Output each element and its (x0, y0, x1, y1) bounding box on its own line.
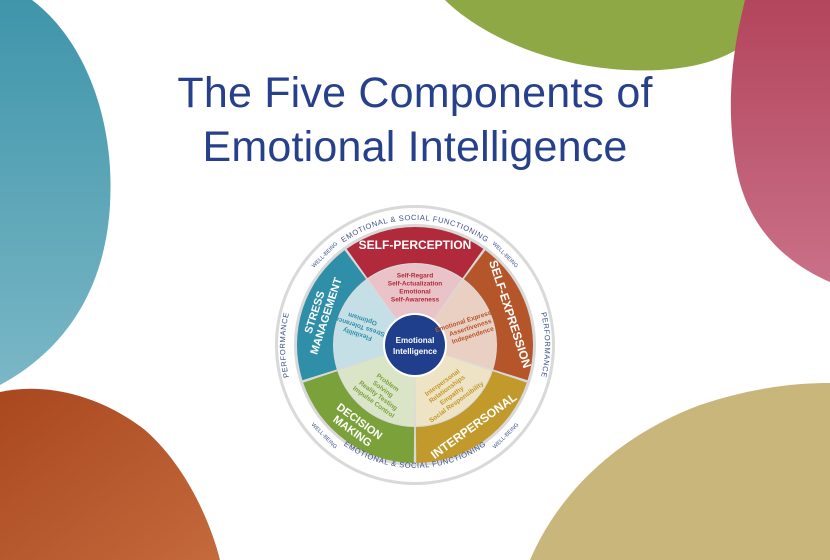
teal-blob (0, 0, 111, 385)
section-decision-making (303, 371, 415, 463)
page-title: The Five Components of Emotional Intelli… (0, 66, 830, 174)
sub-component-label: Emotional (399, 289, 431, 296)
inner-interpersonal (415, 355, 492, 426)
rose-blob (730, 0, 830, 282)
title-line-1: The Five Components of (177, 69, 653, 117)
khaki-blob (530, 383, 830, 560)
inner-self-perception (368, 264, 462, 319)
title-line-2: Emotional Intelligence (202, 123, 628, 171)
sub-component-label: Self-Actualization (388, 281, 443, 288)
inner-stress-management (334, 279, 396, 370)
sub-component-label: Self-Awareness (391, 297, 440, 304)
ei-wheel-diagram: SELF-PERCEPTION Self-RegardSelf-Actualiza… (275, 205, 555, 485)
inner-self-expression (434, 279, 496, 370)
green-blob (445, 0, 766, 71)
center-core (385, 315, 445, 375)
section-self-expression (463, 250, 533, 381)
section-interpersonal (415, 371, 527, 463)
section-title-self-perception: SELF-PERCEPTION (359, 238, 472, 252)
center-label: Intelligence (393, 347, 438, 356)
center-label: Emotional (396, 336, 435, 345)
rust-blob (0, 388, 220, 560)
ring-label-left: PERFORMANCE (278, 311, 291, 378)
inner-decision-making (338, 355, 415, 426)
section-self-perception (346, 227, 484, 279)
section-stress-management (297, 250, 367, 381)
ring-label-right: PERFORMANCE (539, 311, 552, 378)
sub-component-label: Self-Regard (397, 273, 434, 280)
